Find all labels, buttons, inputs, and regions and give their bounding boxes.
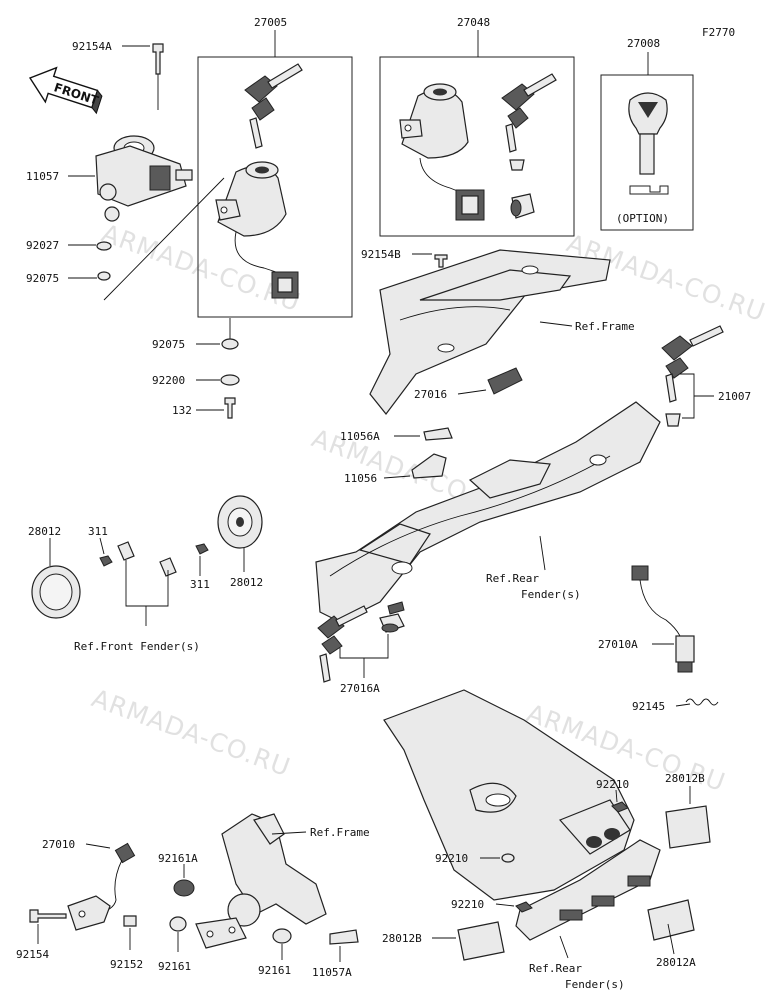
label-92154B: 92154B (361, 248, 401, 261)
box-27048 (379, 56, 575, 237)
label-27008: 27008 (627, 37, 660, 50)
key-27008-icon (628, 92, 668, 175)
bracket-11057A (329, 929, 359, 945)
label-92210-c: 92210 (451, 898, 484, 911)
label-11057A: 11057A (312, 966, 352, 979)
label-28012-left: 28012 (28, 525, 61, 538)
bracket-11056 (411, 453, 447, 479)
label-92075a: 92075 (26, 272, 59, 285)
label-ref-front-fender: Ref.Front Fender(s) (74, 640, 200, 653)
box-27008 (600, 74, 694, 231)
label-ref-rear-fender-2a: Ref.Rear (529, 962, 582, 975)
label-ref-frame-2: Ref.Frame (310, 826, 370, 839)
reflector-28012B-right (665, 805, 711, 849)
watermark-1: ARMADA-CO.RU (98, 218, 305, 317)
frame-section-upper (369, 249, 611, 415)
bracket-11057 (95, 135, 193, 222)
label-ref-rear-fender-2b: Fender(s) (565, 978, 625, 991)
label-311-right: 311 (190, 578, 210, 591)
ignition-switch-27048 (399, 83, 485, 221)
label-11056A: 11056A (340, 430, 380, 443)
keys-27016A-icon (317, 601, 405, 683)
label-27016A: 27016A (340, 682, 380, 695)
label-92075b: 92075 (152, 338, 185, 351)
frame-section-lower (195, 813, 327, 949)
label-ref-rear-fender-1b: Fender(s) (521, 588, 581, 601)
nut-92210-b (501, 853, 515, 863)
nut-92210-c (515, 901, 533, 913)
label-ref-frame-1: Ref.Frame (575, 320, 635, 333)
cap-28012-right (217, 495, 263, 549)
label-92210-b: 92210 (435, 852, 468, 865)
keys-27048-icon (501, 73, 557, 219)
collar-92152 (123, 915, 137, 927)
label-28012B-left: 28012B (382, 932, 422, 945)
label-132: 132 (172, 404, 192, 417)
switch-27010A (631, 565, 695, 673)
label-27016: 27016 (414, 388, 447, 401)
washer-92075a (97, 271, 111, 281)
key-blank-icon (629, 185, 669, 195)
label-ref-rear-fender-1a: Ref.Rear (486, 572, 539, 585)
latch-27016 (487, 367, 523, 395)
diagram-code: F2770 (702, 26, 735, 39)
reflector-28012B-left (457, 921, 505, 961)
label-21007: 21007 (718, 390, 751, 403)
label-92161-a: 92161 (158, 960, 191, 973)
ignition-switch-27005 (215, 161, 299, 299)
label-92152: 92152 (110, 958, 143, 971)
bolt-132 (224, 397, 236, 419)
stud-right (159, 557, 177, 577)
label-11057: 11057 (26, 170, 59, 183)
nut-311-right (195, 543, 209, 555)
label-28012A: 28012A (656, 956, 696, 969)
label-27010: 27010 (42, 838, 75, 851)
nut-92210-a (611, 801, 629, 813)
grommet-92161A (173, 879, 195, 897)
label-92027: 92027 (26, 239, 59, 252)
washer-92075b (221, 338, 239, 350)
label-92161A: 92161A (158, 852, 198, 865)
rear-fender-lower (383, 689, 661, 941)
grommet-92161-a (169, 916, 187, 932)
spring-92145 (685, 698, 719, 706)
keys-21007-icon (661, 325, 724, 427)
washer-92200 (220, 374, 240, 386)
keys-27005-icon (244, 63, 303, 149)
label-27005: 27005 (254, 16, 287, 29)
bolt-92154 (29, 909, 67, 923)
label-92154A: 92154A (72, 40, 112, 53)
label-92161-b: 92161 (258, 964, 291, 977)
label-92200: 92200 (152, 374, 185, 387)
label-28012B-right: 28012B (665, 772, 705, 785)
clip-11056A (423, 427, 453, 441)
label-92210-a: 92210 (596, 778, 629, 791)
watermark-4: ARMADA-CO.RU (88, 683, 295, 782)
label-92154: 92154 (16, 948, 49, 961)
label-28012-right: 28012 (230, 576, 263, 589)
nut-311-left (99, 555, 113, 567)
stud-left (117, 541, 135, 561)
label-92145: 92145 (632, 700, 665, 713)
rear-fender-upper (315, 401, 661, 623)
cap-28012-left (31, 565, 81, 619)
label-27010A: 27010A (598, 638, 638, 651)
label-27048: 27048 (457, 16, 490, 29)
washer-92027 (96, 241, 112, 251)
front-arrow-icon: FRONT (28, 66, 103, 115)
label-311-left: 311 (88, 525, 108, 538)
label-option: (OPTION) (616, 212, 669, 225)
grommet-92161-b (272, 928, 292, 944)
reflector-28012A (647, 899, 695, 941)
screw-92154B (434, 254, 448, 268)
switch-27010 (67, 842, 136, 931)
label-11056: 11056 (344, 472, 377, 485)
bolt-92154A (152, 43, 164, 75)
